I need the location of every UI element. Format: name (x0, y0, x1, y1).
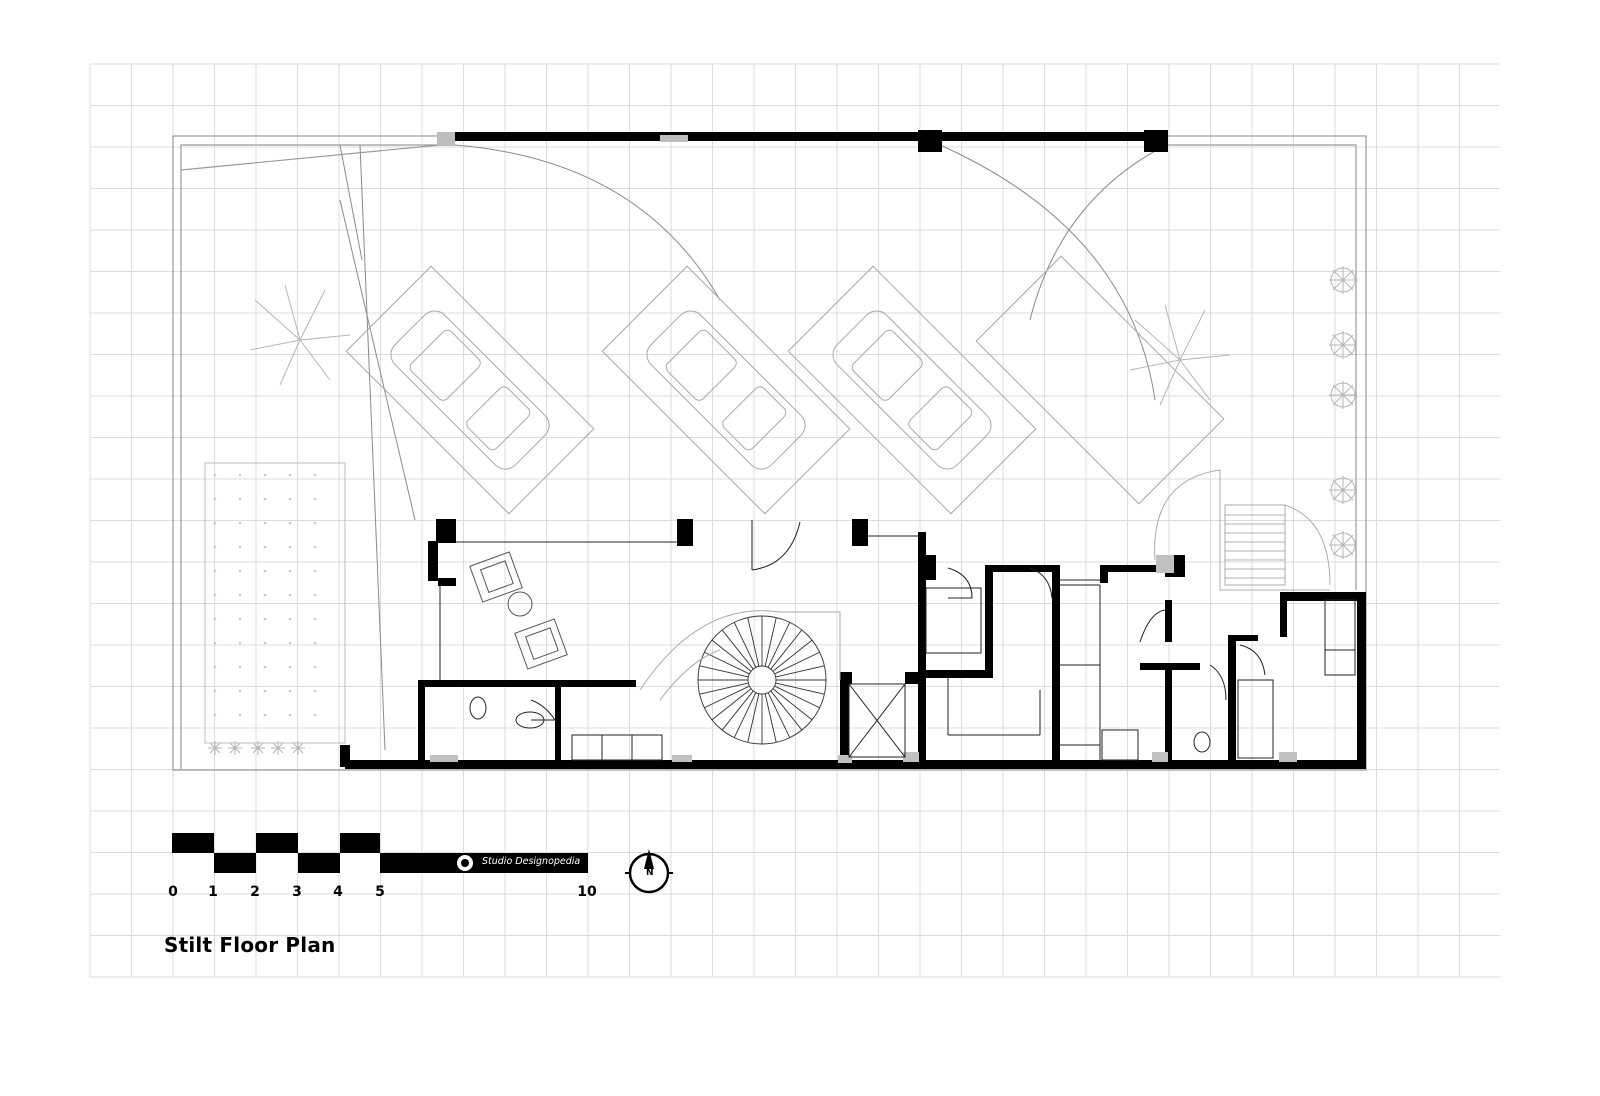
scale-bar (172, 833, 588, 873)
gate-swing-arcs (339, 144, 1167, 751)
scale-label-2: 2 (250, 884, 260, 900)
palm-tree-icon (1329, 266, 1357, 294)
palm-tree-icon (1329, 476, 1357, 504)
lawn-area (204, 462, 346, 744)
door-thresholds (430, 555, 1297, 763)
scale-label-10: 10 (577, 884, 597, 900)
north-arrow-icon (625, 849, 673, 894)
scale-label-1: 1 (208, 884, 218, 900)
palm-tree-icon (1129, 304, 1231, 406)
palm-tree-icon (249, 284, 351, 386)
interior-outlines (439, 520, 1356, 761)
scale-label-4: 4 (333, 884, 343, 900)
stair-landing (639, 610, 841, 701)
landscape-plants (208, 266, 1357, 755)
studio-name: Studio Designopedia (482, 856, 581, 867)
site-boundary (172, 135, 1367, 771)
armchair (469, 551, 568, 670)
boundary-wall (437, 130, 1168, 152)
north-label: N (646, 868, 654, 878)
service-staircase (1154, 469, 1331, 591)
car-icon (787, 265, 1037, 515)
parking-bays (345, 255, 1225, 515)
scale-label-3: 3 (292, 884, 302, 900)
palm-tree-icon (1329, 331, 1357, 359)
car-icon (601, 265, 851, 515)
palm-tree-icon (1329, 531, 1357, 559)
spiral-stair-icon (697, 615, 827, 745)
scale-label-0: 0 (168, 884, 178, 900)
palm-tree-icon (1329, 381, 1357, 409)
car-icon (345, 265, 595, 515)
studio-logo-icon (457, 855, 473, 871)
scale-label-5: 5 (375, 884, 385, 900)
page-title: Stilt Floor Plan (164, 933, 336, 957)
background-grid (89, 63, 1500, 978)
building-walls (340, 519, 1366, 769)
